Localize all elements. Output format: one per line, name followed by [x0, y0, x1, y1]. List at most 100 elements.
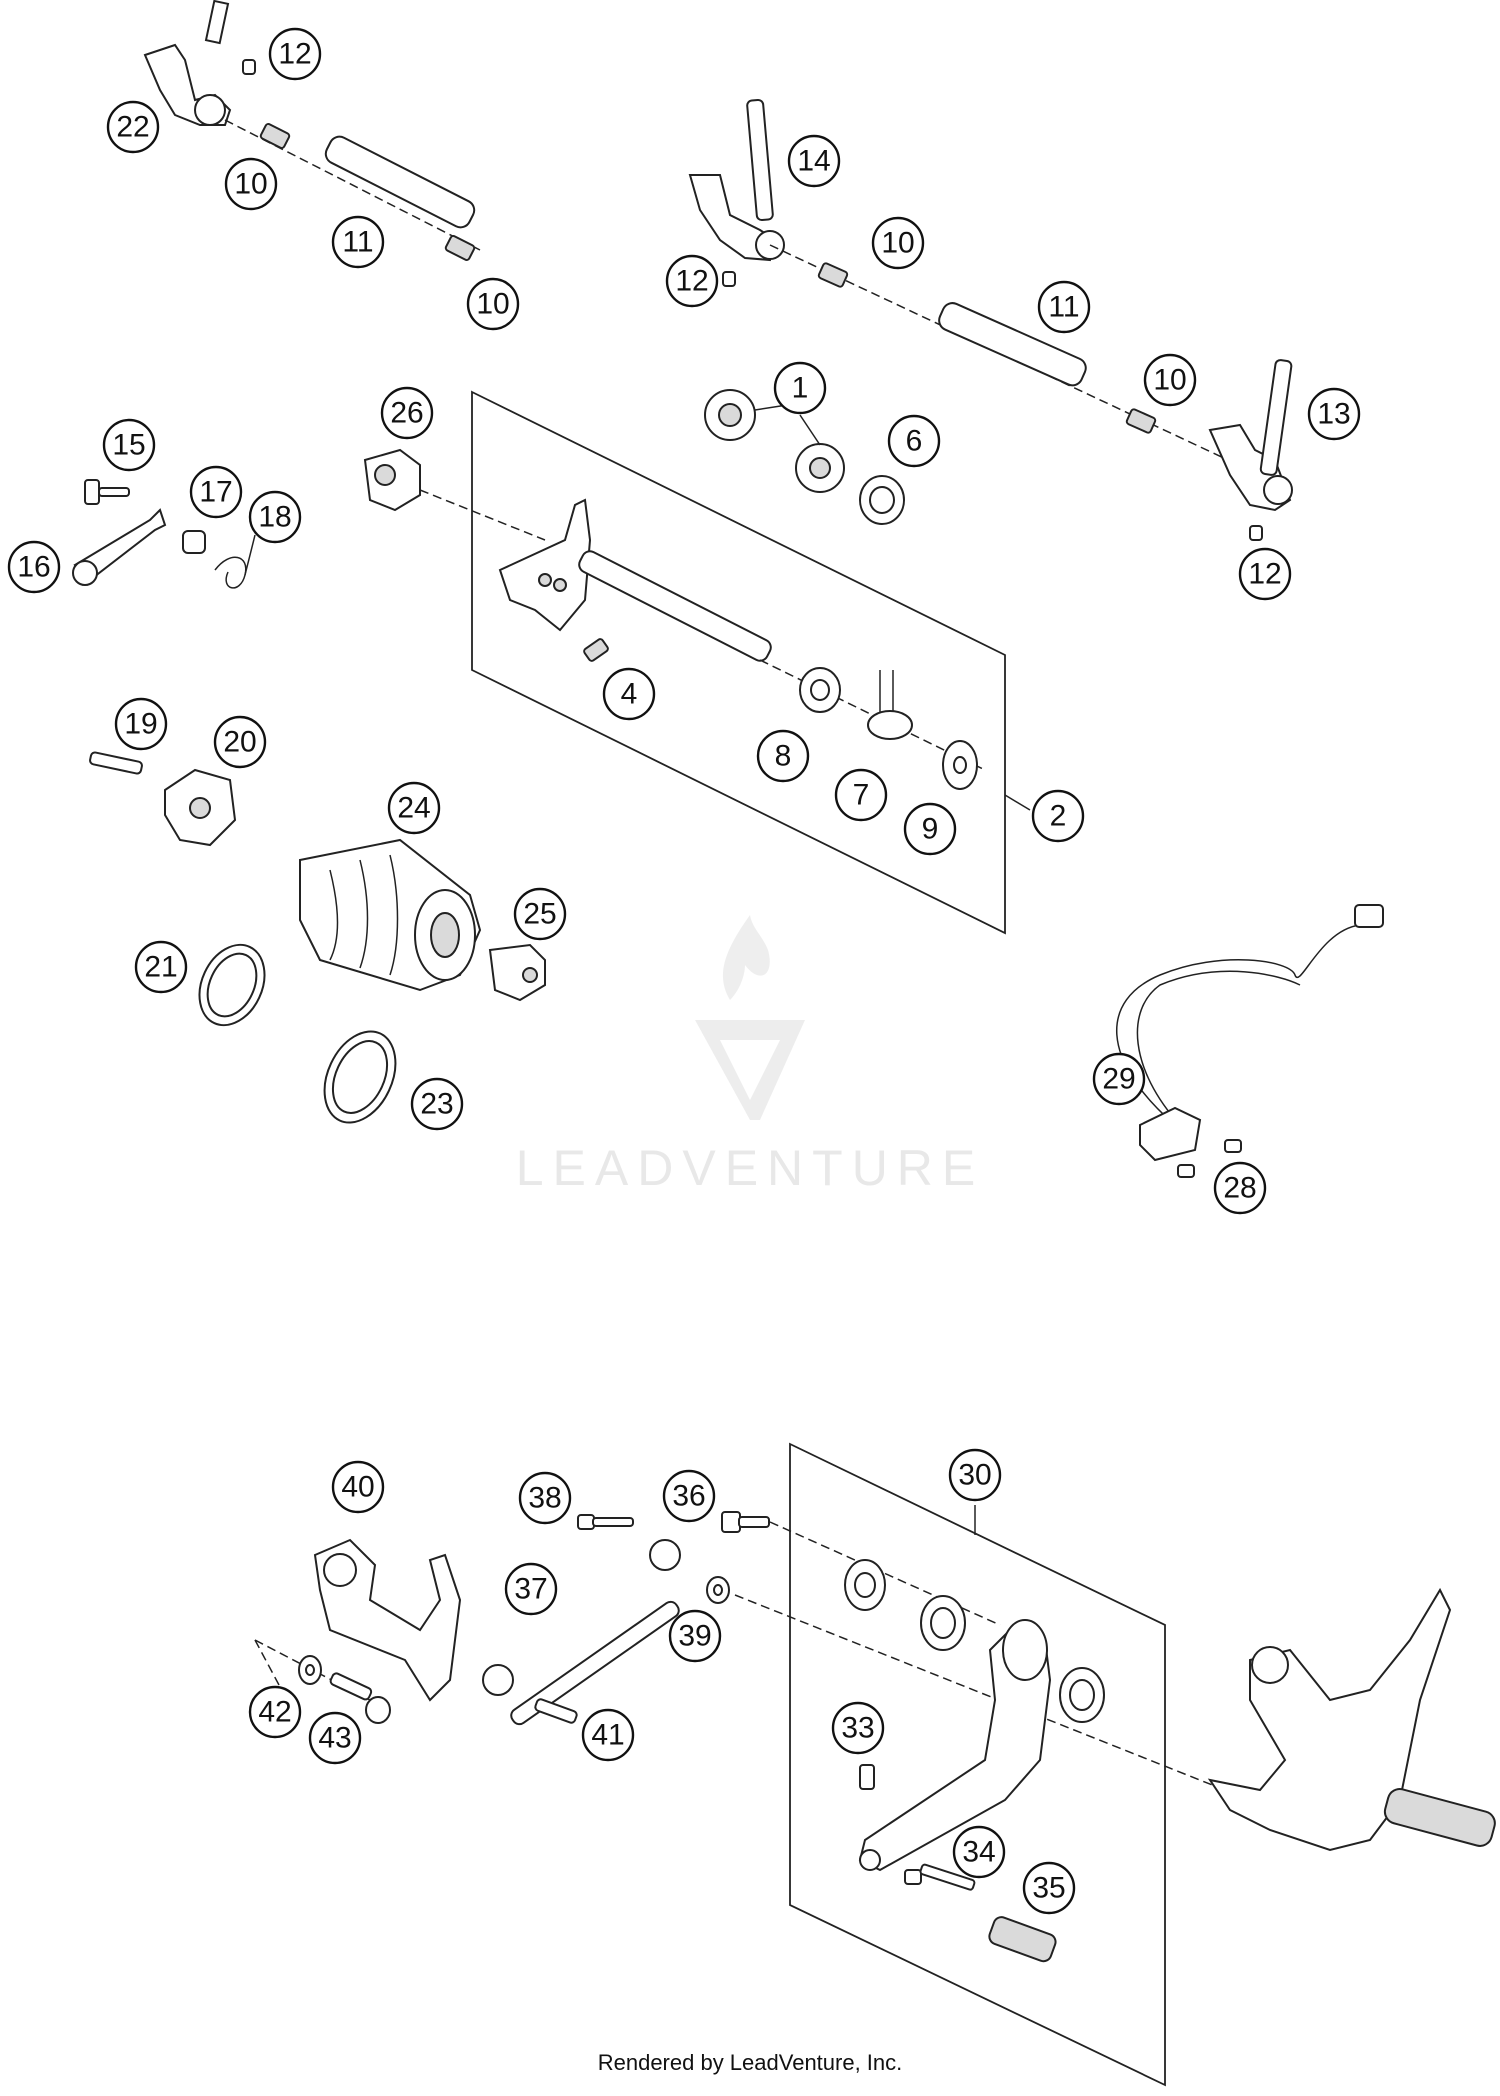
- screw-33: [859, 1764, 875, 1790]
- svg-text:42: 42: [258, 1696, 291, 1729]
- callout-37: 37: [504, 1562, 558, 1616]
- svg-text:14: 14: [797, 145, 830, 178]
- callout-10: 10: [224, 157, 278, 211]
- spring-10b: [444, 235, 476, 261]
- shift-rod-37: [482, 1539, 681, 1726]
- callout-36: 36: [662, 1469, 716, 1523]
- callout-7: 7: [834, 768, 888, 822]
- callout-20: 20: [213, 715, 267, 769]
- svg-text:1: 1: [792, 372, 809, 405]
- bearing-23: [323, 1030, 397, 1124]
- shift-lever-group-frame: [789, 1442, 1166, 2087]
- screw-43: [329, 1672, 391, 1724]
- fork-pin-12a: [242, 59, 256, 75]
- shift-fork-14: [688, 98, 785, 262]
- callout-41: 41: [581, 1708, 635, 1762]
- shift-drum-cap-25: [488, 943, 546, 1002]
- shift-rubber-35: [988, 1916, 1057, 1963]
- bearing-30b: [1059, 1667, 1105, 1723]
- svg-text:28: 28: [1223, 1172, 1256, 1205]
- callout-26: 26: [380, 386, 434, 440]
- svg-text:13: 13: [1317, 398, 1350, 431]
- callout-10: 10: [1143, 353, 1197, 407]
- spring-10d: [1125, 408, 1157, 434]
- callout-35: 35: [1022, 1861, 1076, 1915]
- spring-10c: [817, 262, 849, 288]
- svg-text:9: 9: [922, 813, 939, 846]
- gear-position-sensor-29: [1115, 904, 1384, 1162]
- fork-pin-12c: [1249, 525, 1263, 541]
- svg-text:39: 39: [678, 1620, 711, 1653]
- shift-drum-24: [299, 838, 482, 992]
- shaft-11b: [938, 302, 1087, 387]
- callout-2: 2: [1031, 789, 1085, 843]
- callout-40: 40: [331, 1460, 385, 1514]
- callout-11: 11: [331, 215, 385, 269]
- washer-39: [706, 1576, 730, 1604]
- svg-text:8: 8: [775, 740, 792, 773]
- callout-13: 13: [1307, 387, 1361, 441]
- svg-text:34: 34: [962, 1836, 995, 1869]
- callout-14: 14: [787, 134, 841, 188]
- footrest-bracket: [1207, 1587, 1496, 1852]
- spring-18: [214, 534, 256, 589]
- svg-text:16: 16: [17, 551, 50, 584]
- callout-17: 17: [189, 465, 243, 519]
- svg-text:33: 33: [841, 1712, 874, 1745]
- callout-22: 22: [106, 100, 160, 154]
- screw-28: [1177, 1139, 1242, 1178]
- footer-credit: Rendered by LeadVenture, Inc.: [598, 2050, 903, 2075]
- callout-1: 1: [773, 361, 827, 415]
- shift-lever-30: [858, 1619, 1052, 1872]
- callout-12: 12: [665, 254, 719, 308]
- svg-text:37: 37: [514, 1573, 547, 1606]
- shift-lever-bracket-40: [313, 1538, 462, 1702]
- svg-text:24: 24: [397, 792, 430, 825]
- callout-38: 38: [518, 1471, 572, 1525]
- svg-text:38: 38: [528, 1482, 561, 1515]
- svg-text:7: 7: [853, 779, 870, 812]
- bearing-21: [198, 943, 266, 1027]
- svg-text:40: 40: [341, 1471, 374, 1504]
- svg-text:41: 41: [591, 1719, 624, 1752]
- callout-11: 11: [1037, 280, 1091, 334]
- svg-text:25: 25: [523, 898, 556, 931]
- svg-text:43: 43: [318, 1722, 351, 1755]
- callout-15: 15: [102, 418, 156, 472]
- callout-18: 18: [248, 490, 302, 544]
- shift-drum-locating-20: [164, 768, 237, 847]
- screw-36: [721, 1511, 770, 1533]
- svg-text:6: 6: [906, 425, 923, 458]
- callout-34: 34: [952, 1825, 1006, 1879]
- locking-lever-16: [72, 508, 167, 586]
- svg-text:12: 12: [278, 38, 311, 71]
- callout-12: 12: [1238, 547, 1292, 601]
- needle-bearing-1b: [795, 443, 845, 493]
- svg-text:23: 23: [420, 1088, 453, 1121]
- svg-text:12: 12: [1248, 558, 1281, 591]
- svg-text:2: 2: [1050, 800, 1067, 833]
- svg-text:11: 11: [1048, 291, 1079, 324]
- screw-41: [534, 1698, 578, 1724]
- spring-4: [583, 638, 609, 662]
- svg-text:10: 10: [881, 227, 914, 260]
- svg-text:4: 4: [621, 678, 638, 711]
- bearing-30a: [920, 1595, 966, 1651]
- fork-pin-12b: [722, 271, 736, 287]
- spring-10a: [259, 123, 291, 149]
- callout-19: 19: [114, 697, 168, 751]
- svg-text:18: 18: [258, 501, 291, 534]
- callout-24: 24: [387, 781, 441, 835]
- callout-10: 10: [871, 216, 925, 270]
- callout-43: 43: [308, 1711, 362, 1765]
- callout-42: 42: [248, 1685, 302, 1739]
- washer-9: [942, 740, 978, 790]
- svg-text:36: 36: [672, 1480, 705, 1513]
- shaft-11a: [324, 135, 476, 229]
- shift-fork-13: [1208, 359, 1293, 512]
- watermark-logo: [695, 915, 805, 1120]
- svg-text:12: 12: [675, 265, 708, 298]
- callout-23: 23: [410, 1077, 464, 1131]
- callout-16: 16: [7, 540, 61, 594]
